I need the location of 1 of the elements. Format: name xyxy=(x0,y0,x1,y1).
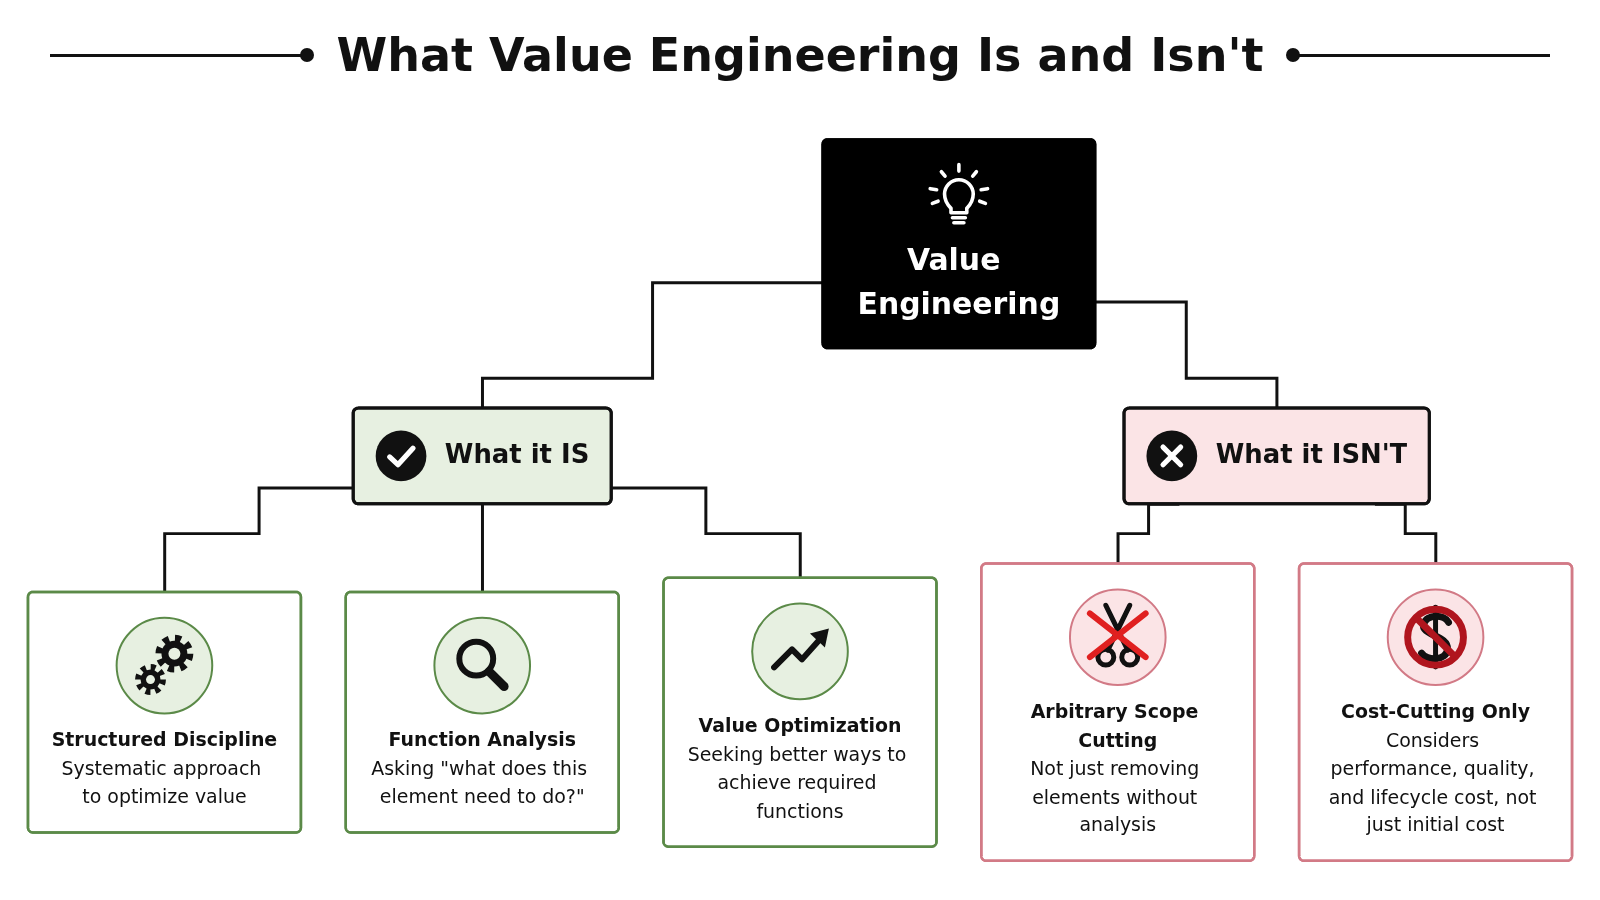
title: What Value Engineering Is and Isn't xyxy=(336,28,1264,82)
